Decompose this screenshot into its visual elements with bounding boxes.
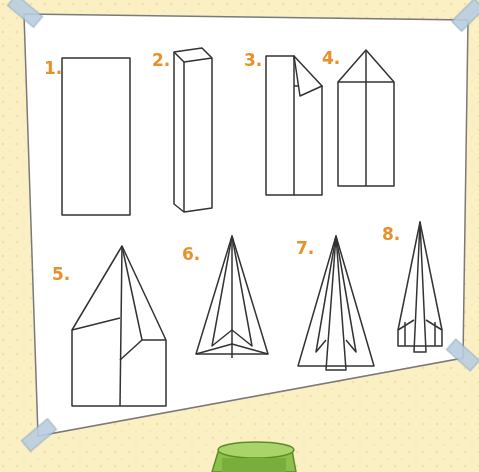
step-number: 7. (296, 240, 314, 257)
step-number: 4. (322, 50, 340, 67)
step-number: 1. (44, 60, 62, 77)
step-number: 8. (382, 226, 400, 243)
tape (7, 0, 479, 451)
step-number: 5. (52, 266, 70, 283)
folding-steps (62, 48, 442, 406)
step-2-folded (174, 48, 212, 212)
step-3-corner-fold (266, 56, 322, 195)
step-5-fold (72, 246, 166, 406)
step-1-sheet (62, 58, 130, 215)
step-4-point (338, 50, 394, 186)
poster-sheet (24, 14, 468, 436)
step-number: 3. (244, 52, 262, 69)
glue-stick (212, 442, 296, 472)
step-6-dart (196, 236, 268, 358)
step-8-plane (398, 222, 442, 352)
step-number: 2. (152, 52, 170, 69)
step-number: 6. (182, 246, 200, 263)
